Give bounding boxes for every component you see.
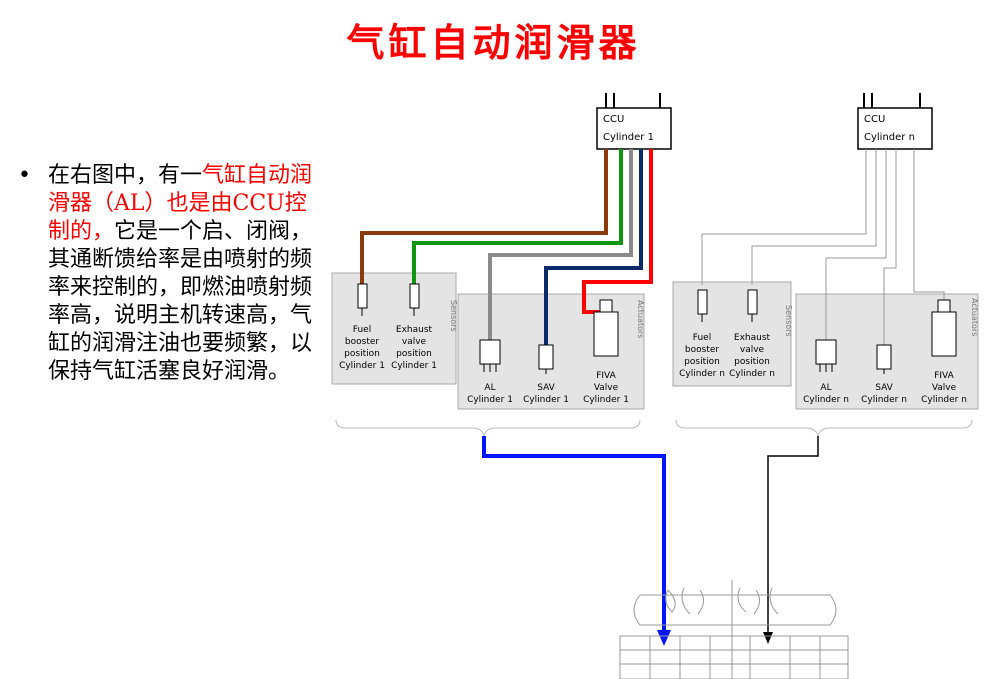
bullet-text: 在右图中，有一气缸自动润滑器（AL）也是由CCU控制的，它是一个启、闭阀，其通断… [48, 162, 320, 386]
label-al-1-l1: AL [484, 383, 495, 393]
label-fiva-1-l1: FIVA [596, 371, 616, 381]
bullet-segment-intro: 在右图中，有一 [48, 163, 203, 188]
label-fuel-booster-1-l1: Fuel [353, 325, 371, 335]
label-fuel-booster-n-l1: Fuel [693, 333, 711, 343]
label-fuel-booster-1-l3: position [344, 349, 380, 359]
left-actuators-label: Actuators [636, 300, 645, 338]
wire-fuel-booster [360, 149, 608, 285]
lube-line-cylinder-1 [482, 436, 666, 634]
label-fuel-booster-n-l4: Cylinder n [679, 369, 725, 379]
label-exhaust-valve-1-l2: valve [402, 337, 427, 347]
left-sensor-devices [357, 283, 420, 316]
arrow-head-blue [657, 630, 671, 646]
label-fuel-booster-n-l2: booster [685, 345, 719, 355]
ccu1-label-line1: CCU [603, 114, 624, 125]
ccu-cylinder-n: CCU Cylinder n [857, 93, 933, 150]
label-exhaust-valve-n-l1: Exhaust [734, 333, 771, 343]
label-fiva-n-l3: Cylinder n [921, 395, 967, 405]
right-actuators-label: Actuators [970, 298, 979, 336]
label-al-n-l2: Cylinder n [803, 395, 849, 405]
label-fuel-booster-n-l3: position [684, 357, 720, 367]
label-exhaust-valve-1-l1: Exhaust [396, 325, 433, 335]
left-sensors-label: Sensors [449, 300, 458, 332]
bullet-segment-highlight: 气缸自动润滑器（AL）也是由CCU控制的， [48, 163, 313, 244]
label-sav-1-l1: SAV [537, 383, 555, 393]
ccun-label-line2: Cylinder n [864, 132, 915, 143]
right-sensor-devices [697, 289, 758, 322]
ccun-label-line1: CCU [864, 114, 885, 125]
label-fuel-booster-1-l4: Cylinder 1 [339, 361, 385, 371]
right-signal-wires [701, 149, 945, 345]
label-fuel-booster-1-l2: booster [345, 337, 379, 347]
wire-exhaust-valve [412, 149, 623, 285]
label-exhaust-valve-n-l3: position [734, 357, 770, 367]
wire-al-cylinder1 [488, 149, 633, 340]
bullet-segment-body: 它是一个启、闭阀，其通断馈给率是由喷射的频率来控制的，即燃油喷射频率高，说明主机… [48, 219, 313, 384]
group-braces [335, 419, 973, 437]
ccu1-label-line2: Cylinder 1 [603, 132, 654, 143]
label-fiva-1-l3: Cylinder 1 [583, 395, 629, 405]
label-al-1-l2: Cylinder 1 [467, 395, 513, 405]
label-fiva-1-l2: Valve [594, 383, 619, 393]
bullet-marker: • [18, 163, 31, 188]
right-sensors-label: Sensors [784, 305, 793, 337]
engine-sketch [619, 580, 849, 679]
left-actuator-devices [479, 299, 619, 374]
label-exhaust-valve-1-l4: Cylinder 1 [391, 361, 437, 371]
label-exhaust-valve-n-l4: Cylinder n [729, 369, 775, 379]
label-sav-1-l2: Cylinder 1 [523, 395, 569, 405]
label-sav-n-l2: Cylinder n [861, 395, 907, 405]
ccu-cylinder-1: CCU Cylinder 1 [596, 93, 672, 150]
arrow-head-black [763, 632, 773, 644]
label-fiva-n-l1: FIVA [934, 371, 954, 381]
left-sensors-panel [331, 272, 457, 385]
wire-fiva-cylinder1 [582, 149, 653, 314]
left-signal-wires [360, 149, 653, 345]
label-al-n-l1: AL [820, 383, 831, 393]
right-sensors-panel [672, 281, 792, 387]
right-actuator-devices [815, 299, 957, 374]
page-title: 气缸自动润滑器 [346, 20, 641, 65]
label-exhaust-valve-1-l3: position [396, 349, 432, 359]
wire-sav-cylinder1 [544, 149, 643, 345]
label-fiva-n-l2: Valve [932, 383, 957, 393]
label-sav-n-l1: SAV [875, 383, 893, 393]
lube-line-cylinder-n [767, 436, 819, 636]
device-labels: Fuel booster position Cylinder 1 Exhaust… [339, 325, 967, 405]
label-exhaust-valve-n-l2: valve [740, 345, 765, 355]
